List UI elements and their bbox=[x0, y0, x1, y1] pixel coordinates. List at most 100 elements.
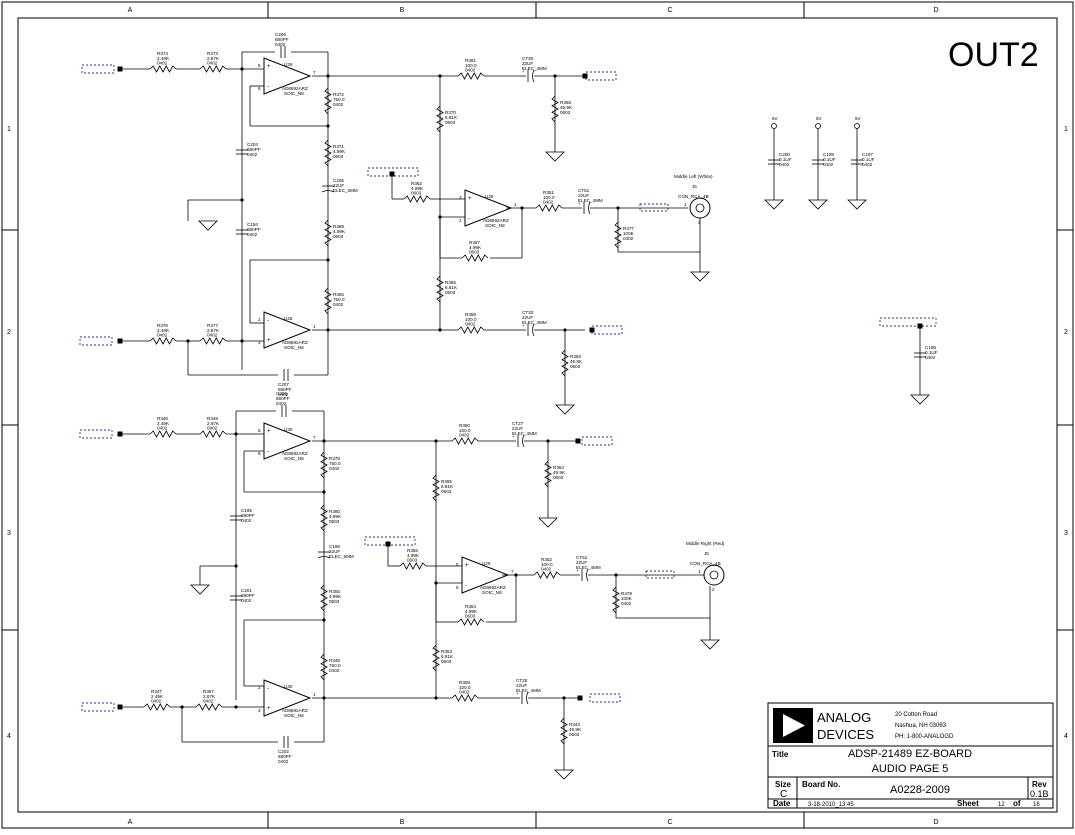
capacitor-package: 0402 bbox=[925, 355, 936, 360]
resistor-package: 0603 bbox=[445, 120, 456, 125]
junction-dot bbox=[234, 432, 238, 436]
opamp-ref: U28 bbox=[284, 316, 293, 321]
junction-dot bbox=[240, 67, 244, 71]
resistor-package: 0402 bbox=[157, 426, 168, 431]
sheet-total: 16 bbox=[1033, 802, 1040, 808]
capacitor-ref: C206 bbox=[275, 32, 286, 37]
junction-dot bbox=[434, 439, 438, 443]
capacitor-package: 0402 bbox=[278, 759, 289, 764]
drawing-frame bbox=[17, 17, 1058, 813]
resistor-value: 4.99K bbox=[333, 229, 346, 234]
zone-row-3-right: 3 bbox=[1064, 530, 1068, 537]
resistor-value: 100K bbox=[623, 231, 635, 236]
capacitor-value: 22UF bbox=[333, 183, 344, 188]
resistor-ref: R356 bbox=[407, 548, 418, 553]
connector-pin: 2 bbox=[712, 587, 715, 592]
opamp-input-bottom: - bbox=[468, 216, 470, 222]
junction-dot bbox=[562, 696, 566, 700]
resistor-package: 0402 bbox=[151, 699, 162, 704]
resistor-package: 0402 bbox=[541, 567, 552, 572]
resistor-ref: R353 bbox=[441, 649, 452, 654]
connector-description: Middle Left (White) bbox=[674, 174, 713, 179]
resistor-ref: R347 bbox=[151, 689, 162, 694]
resistor-value: 6.81K bbox=[445, 285, 458, 290]
opamp-pin-out: 1 bbox=[313, 324, 316, 329]
zone-row-3-left: 3 bbox=[7, 530, 11, 537]
connector-part: CON_RCA_4B bbox=[690, 561, 721, 566]
resistor-value: 750.0 bbox=[329, 663, 341, 668]
resistor-package: 0402 bbox=[333, 102, 344, 107]
opamp-pin-top: 5 bbox=[258, 428, 261, 433]
zone-row-2-left: 2 bbox=[7, 329, 11, 336]
opamp-part: AD8692ARZ bbox=[483, 218, 509, 223]
resistor-ref: R344 bbox=[569, 722, 580, 727]
resistor-value: 750.0 bbox=[329, 461, 341, 466]
opamp-pin-bottom: 3 bbox=[258, 708, 261, 713]
port-marker bbox=[117, 338, 123, 344]
capacitor-ref: C199 bbox=[823, 152, 834, 157]
power-label: 5V bbox=[855, 116, 862, 121]
opamp-ref: U28 bbox=[284, 62, 293, 67]
opamp-pin-bottom: 6 bbox=[258, 86, 261, 91]
analog-devices-logo-triangle bbox=[783, 714, 805, 737]
resistor-ref: R374 bbox=[157, 51, 168, 56]
junction-dot bbox=[326, 74, 330, 78]
junction-dot bbox=[514, 573, 518, 577]
junction-dot bbox=[563, 328, 567, 332]
resistor-value: 6.81K bbox=[441, 484, 454, 489]
capacitor-value: 680PF bbox=[241, 593, 255, 598]
junction-dot bbox=[322, 696, 326, 700]
resistor-ref: R359 bbox=[459, 680, 470, 685]
opamp-pin-out: 7 bbox=[313, 70, 316, 75]
ground-symbol bbox=[190, 584, 210, 595]
ground-symbol bbox=[910, 394, 930, 405]
junction-dot bbox=[240, 198, 244, 202]
resistor-package: 0603 bbox=[329, 599, 340, 604]
port-marker bbox=[575, 438, 581, 444]
resistor-package: 0402 bbox=[157, 333, 168, 338]
capacitor-value: 22UF bbox=[329, 549, 340, 554]
date-value: 3-18-2010_13:45 bbox=[808, 802, 854, 808]
capacitor-value: 680PF bbox=[278, 387, 292, 392]
connector-ref: J5 bbox=[692, 184, 697, 189]
junction-dot bbox=[234, 564, 238, 568]
resistor-ref: R378 bbox=[329, 456, 340, 461]
resistor-package: 0402 bbox=[207, 333, 218, 338]
resistor-value: 49.9K bbox=[570, 359, 583, 364]
wires bbox=[120, 51, 921, 770]
capacitor-package: ELEC_4MM bbox=[522, 66, 547, 71]
capacitor-package: ELEC_4MM bbox=[522, 320, 547, 325]
resistor-package: 0402 bbox=[465, 322, 476, 327]
opamp-package: SOIC_N8 bbox=[284, 91, 304, 96]
resistor-package: 0603 bbox=[569, 732, 580, 737]
opamp-part: AD8692ARZ bbox=[282, 86, 308, 91]
resistor-value: 2.49K bbox=[157, 421, 170, 426]
resistor-value: 2.67K bbox=[207, 328, 220, 333]
parts: R3742.49K0402R3732.67K0402C206680PF0402+… bbox=[117, 32, 938, 780]
resistor-ref: R478 bbox=[621, 591, 632, 596]
capacitor-ref: C201 bbox=[241, 588, 252, 593]
capacitor-value: 680PF bbox=[247, 147, 261, 152]
resistor-package: 0402 bbox=[207, 61, 218, 66]
connector-pin: 2 bbox=[698, 220, 701, 225]
junction-dot bbox=[438, 215, 442, 219]
resistor-ref: R377 bbox=[207, 323, 218, 328]
